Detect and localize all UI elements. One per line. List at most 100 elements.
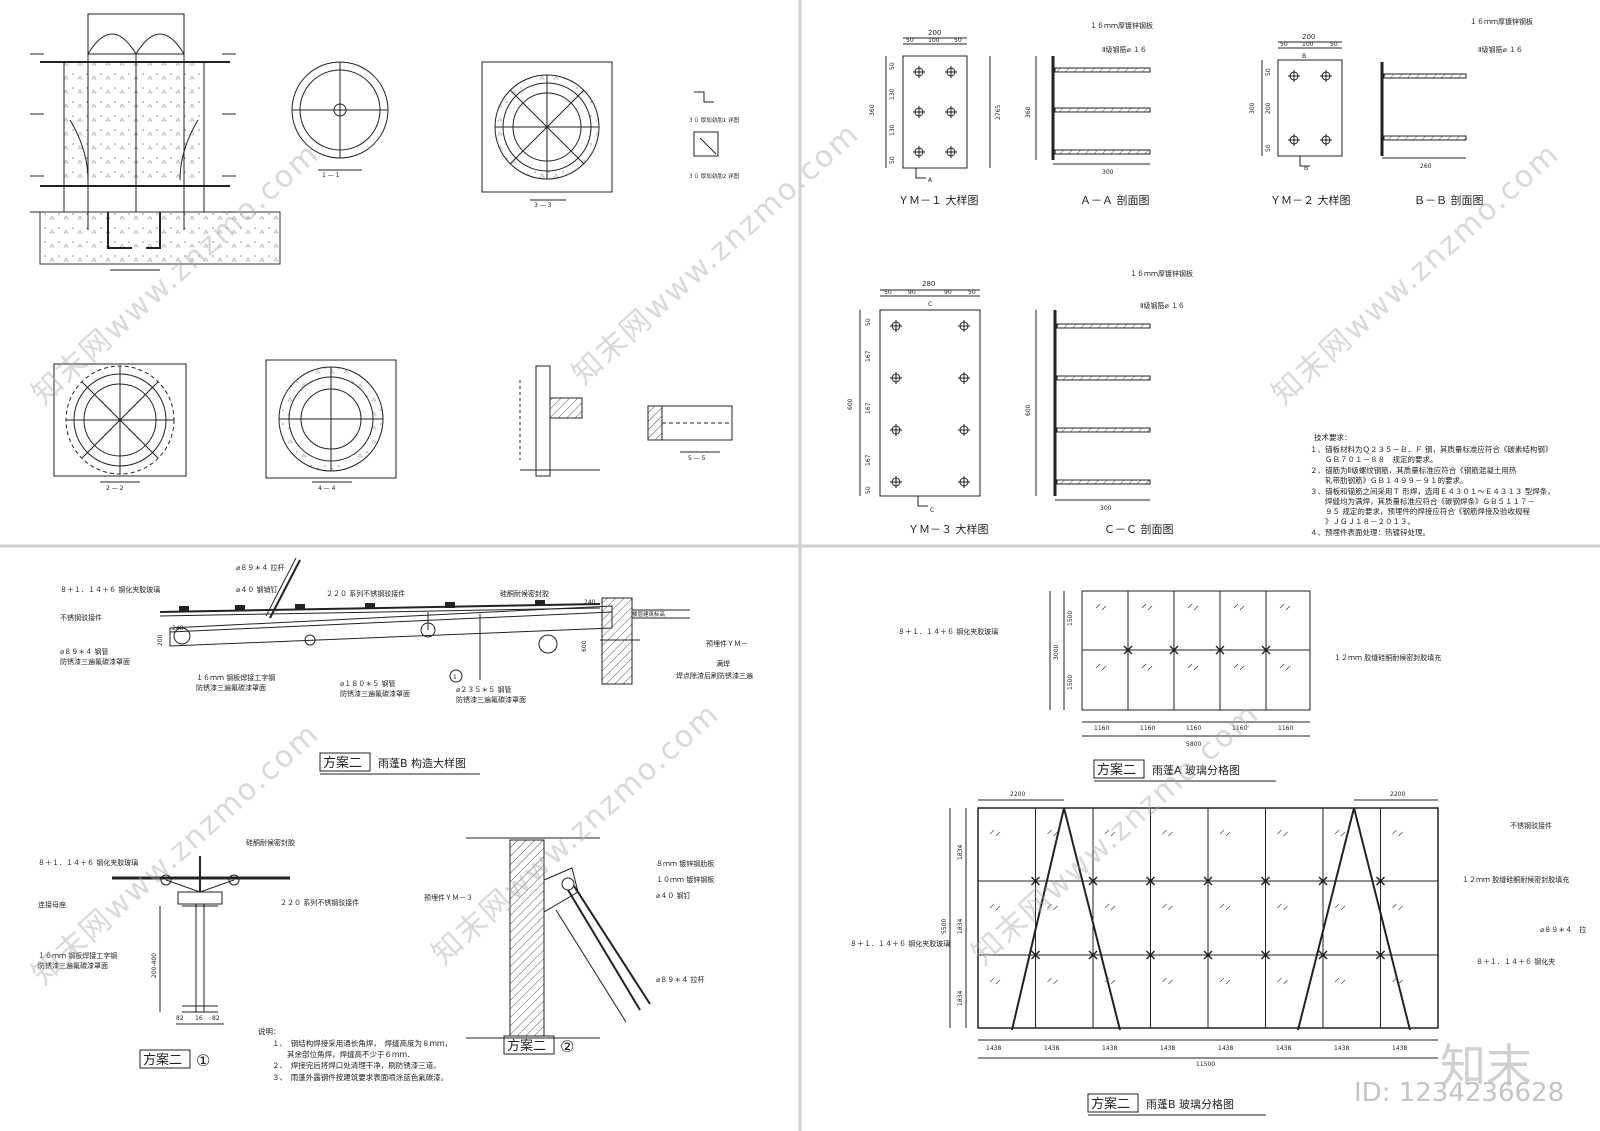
ym3-h3: 167 bbox=[865, 402, 872, 414]
note-2: 其余部位角焊，焊缝高不少于６ｍｍ． bbox=[272, 1049, 415, 1059]
sheet-2-labels: 200 50 100 50 360 50 130 130 50 2765 A Ｙ… bbox=[847, 17, 1555, 537]
joint-cross bbox=[1030, 876, 1041, 886]
s3-pipe180: ⌀１８０＊５ 钢管 bbox=[340, 679, 395, 688]
s3-ibeam: １６ｍｍ 钢板焊接工字钢 bbox=[196, 673, 275, 682]
glass-hatch bbox=[1162, 829, 1173, 837]
ym3-d3: 90 bbox=[944, 289, 952, 296]
tech-line-6: 焊缝均为满焊，其质量标准应符合《碳钢焊条》ＧＢ５１１７－ bbox=[1310, 496, 1535, 506]
s4-glass: ８＋１．１４＋６ 钢化夹胶玻璃 bbox=[898, 627, 998, 636]
d1-w3: 82 bbox=[212, 1015, 220, 1022]
glass-hatch bbox=[1233, 663, 1245, 671]
d1-h: 200-400 bbox=[151, 953, 158, 978]
s6-w3: 1438 bbox=[1160, 1045, 1175, 1052]
s6-wtot: 11500 bbox=[1196, 1061, 1215, 1068]
ym3-sec-mark: C bbox=[930, 507, 934, 514]
sec-3-3-label: 3 — 3 bbox=[534, 202, 552, 209]
ym2-sec-mark: B bbox=[1304, 165, 1308, 172]
s6-w1: 1438 bbox=[1044, 1045, 1059, 1052]
detail-2-label: ３０ 厚加劲肋2 详图 bbox=[688, 172, 739, 180]
s3-spider: 不锈钢驳接件 bbox=[60, 613, 102, 622]
s3-d240b: 240 bbox=[172, 625, 184, 632]
ym1-h4: 50 bbox=[889, 156, 896, 164]
ym1-side: 2765 bbox=[995, 105, 1002, 120]
glass-hatch bbox=[1277, 829, 1288, 837]
ym1-h1: 50 bbox=[889, 62, 896, 70]
glass-hatch bbox=[1219, 903, 1231, 911]
joint-cross bbox=[1318, 950, 1328, 960]
ym3-d4: 50 bbox=[968, 289, 976, 296]
glass-hatch bbox=[989, 977, 1001, 985]
ym2-height: 300 bbox=[1249, 102, 1256, 114]
s3-d600: 600 bbox=[581, 640, 588, 652]
glass-hatch bbox=[1219, 977, 1231, 985]
s4-htot: 3000 bbox=[1053, 645, 1060, 660]
sheet-5-labels: 硅酮耐候密封胶 ８＋１．１４＋６ 钢化夹胶玻璃 连接母座 ２２０ 系列不锈钢驳接… bbox=[38, 838, 714, 1082]
sec-5-5-label: 5 — 5 bbox=[688, 455, 706, 462]
glass-hatch bbox=[1047, 829, 1058, 837]
ym1-d1: 50 bbox=[906, 37, 914, 44]
s3-d240a: 240 bbox=[584, 599, 596, 606]
tech-line-0: 技术要求： bbox=[1314, 432, 1352, 442]
s6-w2: 1438 bbox=[1102, 1045, 1117, 1052]
s4-w4: 1160 bbox=[1278, 725, 1293, 732]
aa-title: Ａ－Ａ 剖面图 bbox=[1080, 193, 1150, 207]
sheet-3-labels: ⌀８９＊４ 拉杆 ８＋１．１４＋６ 钢化夹胶玻璃 ⌀４０ 钢销钉 ２２０ 系列不… bbox=[60, 563, 753, 775]
ym1-d3: 50 bbox=[954, 37, 962, 44]
d1-glass: ８＋１．１４＋６ 钢化夹胶玻璃 bbox=[38, 858, 138, 867]
s3-rod: ⌀８９＊４ 拉杆 bbox=[236, 563, 284, 572]
aa-length: 300 bbox=[1102, 169, 1114, 176]
glass-hatch bbox=[1334, 829, 1346, 837]
s3-paint4: 防锈漆三遍氟碳漆罩面 bbox=[456, 695, 526, 704]
glass-hatch bbox=[1233, 603, 1245, 611]
glass-hatch bbox=[1392, 829, 1403, 837]
tech-line-2: ＧＢ７０１－８８ 规定的要求。 bbox=[1310, 454, 1438, 464]
glass-hatch bbox=[1279, 603, 1291, 611]
s6-title-box bbox=[1087, 1093, 1139, 1113]
rebar bbox=[1054, 107, 1151, 113]
joint-cross bbox=[1261, 645, 1271, 655]
bb-plate: １６ｍｍ厚镀锌钢板 bbox=[1470, 17, 1533, 26]
sec-2-2-label: 2 — 2 bbox=[106, 485, 124, 492]
note-4: ３、 雨蓬外露钢件按建筑要求表面喷涂蓝色氟碳漆。 bbox=[272, 1072, 448, 1082]
d1-title-num: ① bbox=[196, 1051, 210, 1070]
spider-fitting bbox=[179, 606, 189, 612]
s3-weld: 满焊 bbox=[716, 659, 730, 668]
glass-hatch bbox=[1047, 903, 1058, 911]
sheet-4-marks bbox=[1095, 603, 1291, 671]
s6-w7: 1438 bbox=[1392, 1045, 1407, 1052]
joint-cross bbox=[1260, 876, 1271, 886]
d2-title-num: ② bbox=[560, 1037, 574, 1056]
s6-dim-top-l: 2200 bbox=[1010, 791, 1025, 798]
s4-w1: 1160 bbox=[1140, 725, 1155, 732]
sheet-2-rebars bbox=[1054, 67, 1467, 485]
d2-title-box-text: 方案二 bbox=[507, 1038, 546, 1054]
spider-fitting bbox=[235, 605, 245, 611]
s4-w2: 1160 bbox=[1186, 725, 1201, 732]
ym2-d1: 50 bbox=[1280, 41, 1288, 48]
glass-hatch bbox=[1095, 603, 1107, 611]
s6-glass-r: ８＋１．１４＋６ 钢化夹 bbox=[1476, 957, 1555, 966]
ym3-h1: 50 bbox=[865, 318, 872, 326]
cc-bar: Ⅱ级钢筋⌀ １６ bbox=[1140, 301, 1185, 310]
d1-title-box-text: 方案二 bbox=[143, 1052, 182, 1068]
glass-hatch bbox=[1162, 977, 1173, 985]
glass-hatch bbox=[1219, 829, 1231, 837]
ym2-d2: 100 bbox=[1302, 41, 1314, 48]
glass-hatch bbox=[1277, 977, 1288, 985]
ym2-width: 200 bbox=[1302, 33, 1315, 41]
tech-line-9: ４、预埋件表面处理：热镀锌处理。 bbox=[1310, 527, 1430, 537]
s6-w6: 1438 bbox=[1334, 1045, 1349, 1052]
tech-line-5: ３、锚板和锚筋之间采用Ｔ 形焊，选用Ｅ４３０１～Ｅ４３１３ 型焊条， bbox=[1310, 486, 1555, 496]
joint-cross bbox=[1030, 950, 1041, 960]
ym2-sec-top: B bbox=[1302, 53, 1306, 60]
s3-embed: 预埋件ＹＭ－ bbox=[706, 639, 748, 648]
s3-title-box bbox=[319, 752, 371, 772]
tech-line-1: １、锚板材料为Ｑ２３５－Ｂ．Ｆ 钢，其质量标准应符合《碳素结构钢》 bbox=[1310, 444, 1552, 454]
ym3-h2: 167 bbox=[865, 350, 872, 362]
s3-paint3: 防锈漆三遍氟碳漆罩面 bbox=[340, 689, 410, 698]
aa-height: 360 bbox=[1025, 106, 1032, 118]
glass-hatch bbox=[1047, 977, 1058, 985]
s6-w0: 1438 bbox=[986, 1045, 1001, 1052]
s6-h1: 1834 bbox=[957, 919, 964, 934]
d2-stiff: ８ｍｍ 镀锌钢肋板 bbox=[656, 859, 714, 868]
